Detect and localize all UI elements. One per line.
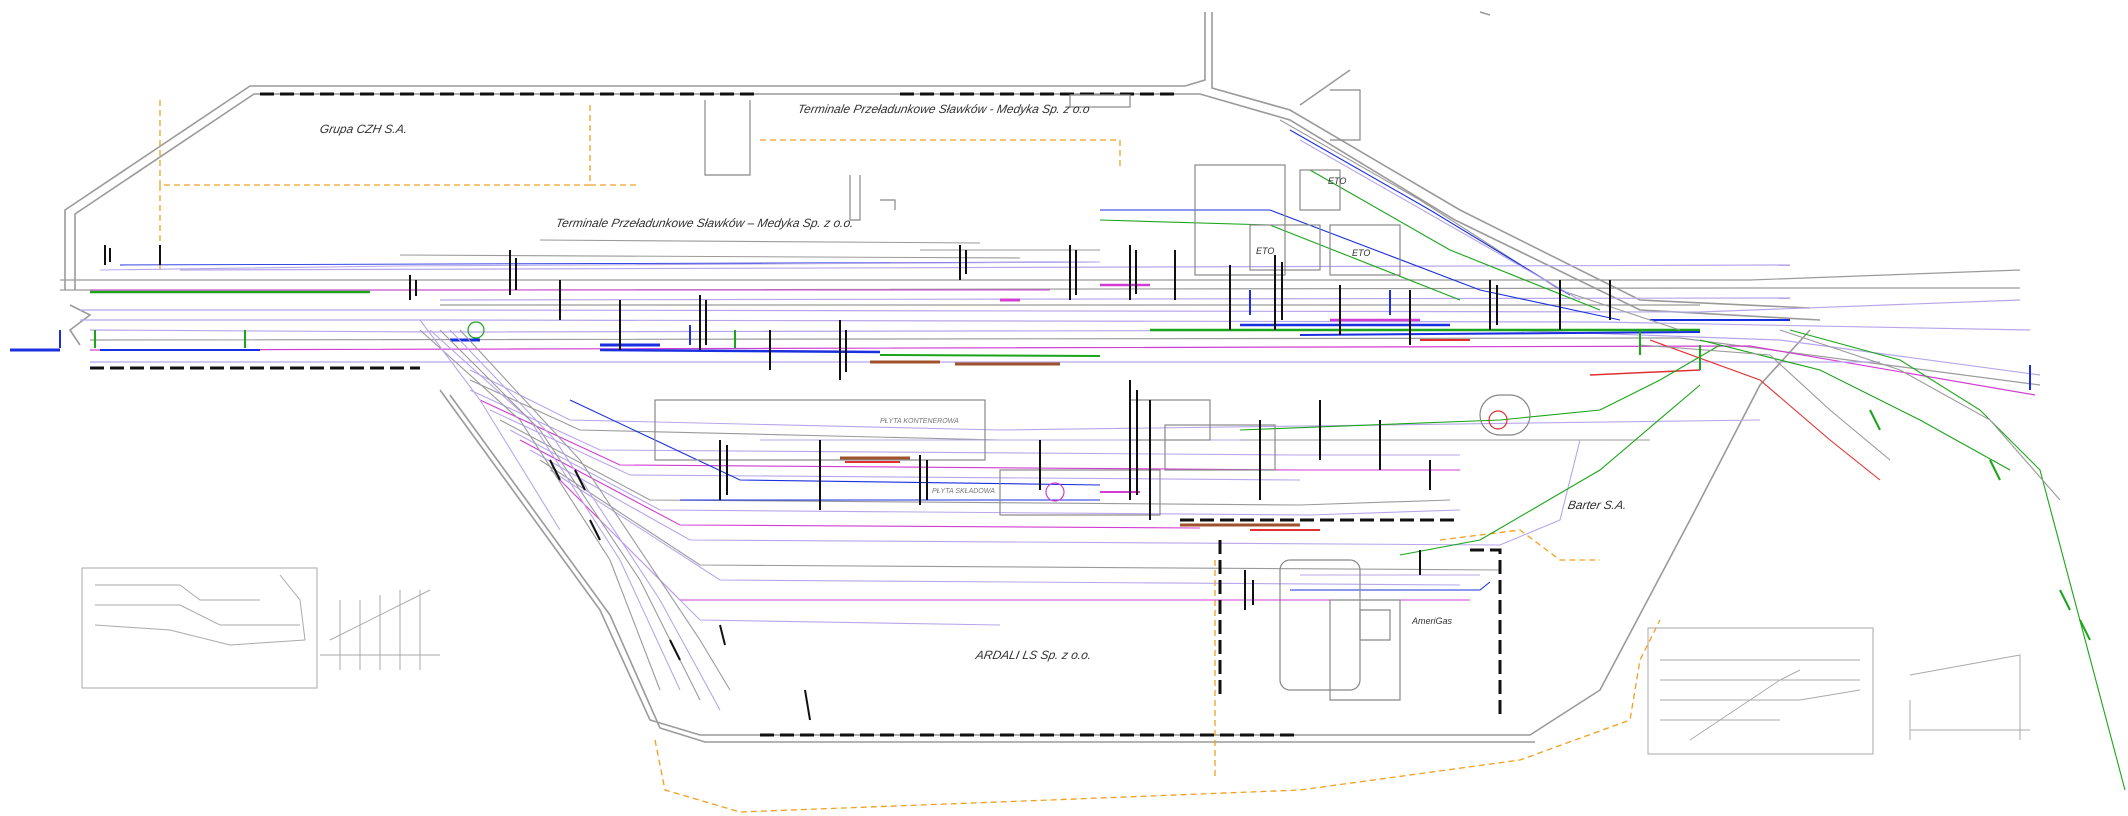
label-eto-3: ETO xyxy=(1352,248,1371,258)
yard-tracks xyxy=(469,344,1761,626)
main-tracks xyxy=(60,261,2041,396)
fence-lines xyxy=(90,92,1502,737)
structures xyxy=(654,89,1531,701)
label-terminale-top: Terminale Przeładunkowe Sławków - Medyka… xyxy=(796,102,1091,116)
site-boundary xyxy=(64,11,1821,743)
colored-track-segments xyxy=(10,283,1790,531)
lease-boundaries xyxy=(159,100,1661,813)
signal-markers xyxy=(104,245,1611,721)
diagonal-tracks xyxy=(419,319,731,711)
label-eto-2: ETO xyxy=(1256,246,1275,256)
label-barter: Barter S.A. xyxy=(1566,498,1628,512)
label-plyta-kontenerowa: PŁYTA KONTENEROWA xyxy=(880,418,959,425)
label-amerigas: AmeriGas xyxy=(1412,616,1453,626)
inset-diagram-right xyxy=(1647,627,2030,755)
inset-diagram-left xyxy=(81,567,440,689)
label-eto-1: ETO xyxy=(1328,176,1347,186)
zone-markers xyxy=(467,321,1508,502)
label-grupa-czh: Grupa CZH S.A. xyxy=(318,122,409,136)
colored-signal-markers xyxy=(59,290,2091,641)
label-terminale-mid: Terminale Przeładunkowe Sławków – Medyka… xyxy=(554,216,855,230)
upper-tracks xyxy=(99,119,2126,791)
label-plyta-skladowa: PŁYTA SKŁADOWA xyxy=(932,488,995,495)
label-ardali: ARDALI LS Sp. z o.o. xyxy=(974,648,1093,662)
